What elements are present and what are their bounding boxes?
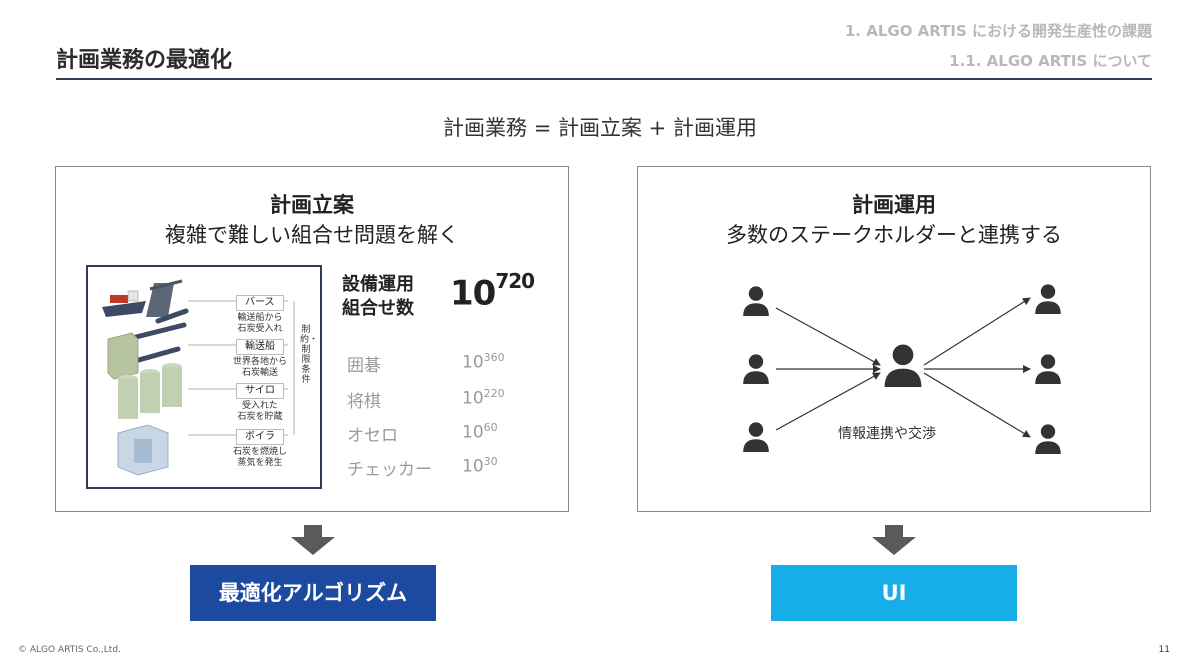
stakeholder-network <box>743 284 1061 454</box>
stage-desc-line: 輸送船から <box>237 313 283 323</box>
plant-diagram: バース 輸送船から 石炭受入れ 輸送船 世界各地から 石炭輸送 サイロ 受入れた… <box>86 265 322 489</box>
game-base: 10 <box>462 352 484 373</box>
algorithm-result-box: 最適化アルゴリズム <box>190 565 436 621</box>
operation-panel: 計画運用 多数のステークホルダーと連携する <box>637 166 1151 512</box>
stage-desc-line: 石炭を貯蔵 <box>237 412 283 422</box>
center-label: 情報連携や交渉 <box>838 426 936 442</box>
planning-panel-title: 計画立案 <box>270 193 354 217</box>
stage-desc-line: 蒸気を発生 <box>237 458 283 468</box>
stage-desc-boiler: 石炭を燃焼し 蒸気を発生 <box>212 447 308 469</box>
stage-tag-silo: サイロ <box>236 383 284 399</box>
game-name-go: 囲碁 <box>347 356 381 376</box>
down-arrow-icon <box>291 525 335 555</box>
stage-tag-ship: 輸送船 <box>236 339 284 355</box>
stage-desc-silo: 受入れた 石炭を貯蔵 <box>212 401 308 423</box>
combination-exponent: 720 <box>495 269 535 293</box>
page-number: 11 <box>1158 645 1170 655</box>
operation-panel-subtitle: 多数のステークホルダーと連携する <box>726 223 1062 247</box>
combination-base: 10 <box>450 273 496 314</box>
breadcrumb-section: 1. ALGO ARTIS における開発生産性の課題 <box>844 22 1152 40</box>
stage-tag-boiler: ボイラ <box>236 429 284 445</box>
stage-tag-berth: バース <box>236 295 284 311</box>
arrow-line <box>775 307 881 366</box>
breadcrumb-subsection: 1.1. ALGO ARTIS について <box>949 52 1152 70</box>
copyright-footer: © ALGO ARTIS Co.,Ltd. <box>18 645 121 655</box>
ui-result-box: UI <box>771 565 1017 621</box>
game-exponent: 360 <box>483 351 505 364</box>
stage-desc-line: 石炭受入れ <box>237 324 283 334</box>
game-value-othello: 1060 <box>462 421 498 443</box>
person-icon <box>1035 424 1061 454</box>
planning-panel-subtitle: 複雑で難しい組合せ問題を解く <box>165 223 459 247</box>
plant-illustration-icon <box>102 279 295 476</box>
person-icon <box>1035 284 1061 314</box>
planning-panel: 計画立案 複雑で難しい組合せ問題を解く <box>55 166 569 512</box>
combination-label-line: 組合せ数 <box>342 298 414 319</box>
person-icon <box>743 354 769 384</box>
game-name-checkers: チェッカー <box>347 460 432 480</box>
game-name-othello: オセロ <box>347 426 398 446</box>
stage-desc-line: 石炭を燃焼し <box>232 447 287 457</box>
game-value-go: 10360 <box>462 351 505 373</box>
operation-panel-title: 計画運用 <box>852 193 936 217</box>
game-base: 10 <box>462 388 484 409</box>
stage-desc-line: 石炭輸送 <box>241 368 278 378</box>
person-icon <box>743 422 769 452</box>
stage-desc-line: 世界各地から <box>232 357 287 367</box>
game-base: 10 <box>462 422 484 443</box>
game-base: 10 <box>462 456 484 477</box>
game-value-shogi: 10220 <box>462 387 505 409</box>
game-exponent: 220 <box>483 387 505 400</box>
combination-count: 10720 <box>450 269 535 314</box>
stage-desc-ship: 世界各地から 石炭輸送 <box>212 357 308 379</box>
game-exponent: 60 <box>483 421 498 434</box>
arrow-line <box>775 372 881 431</box>
person-icon <box>1035 354 1061 384</box>
person-icon <box>743 286 769 316</box>
equation-text: 計画業務 = 計画立案 + 計画運用 <box>443 116 757 140</box>
header-divider <box>56 78 1152 80</box>
game-name-shogi: 将棋 <box>347 392 381 412</box>
stage-desc-berth: 輸送船から 石炭受入れ <box>212 313 308 335</box>
page-title: 計画業務の最適化 <box>56 48 233 73</box>
down-arrow-icon <box>872 525 916 555</box>
game-value-checkers: 1030 <box>462 455 498 477</box>
combination-label-line: 設備運用 <box>342 274 414 295</box>
combination-label: 設備運用 組合せ数 <box>342 273 414 321</box>
stage-desc-line: 受入れた <box>241 401 278 411</box>
arrow-line <box>923 297 1031 366</box>
constraint-label: 制約・制限条件 <box>300 325 319 385</box>
person-icon <box>884 344 922 387</box>
arrow-line <box>923 372 1031 438</box>
game-exponent: 30 <box>483 455 498 468</box>
